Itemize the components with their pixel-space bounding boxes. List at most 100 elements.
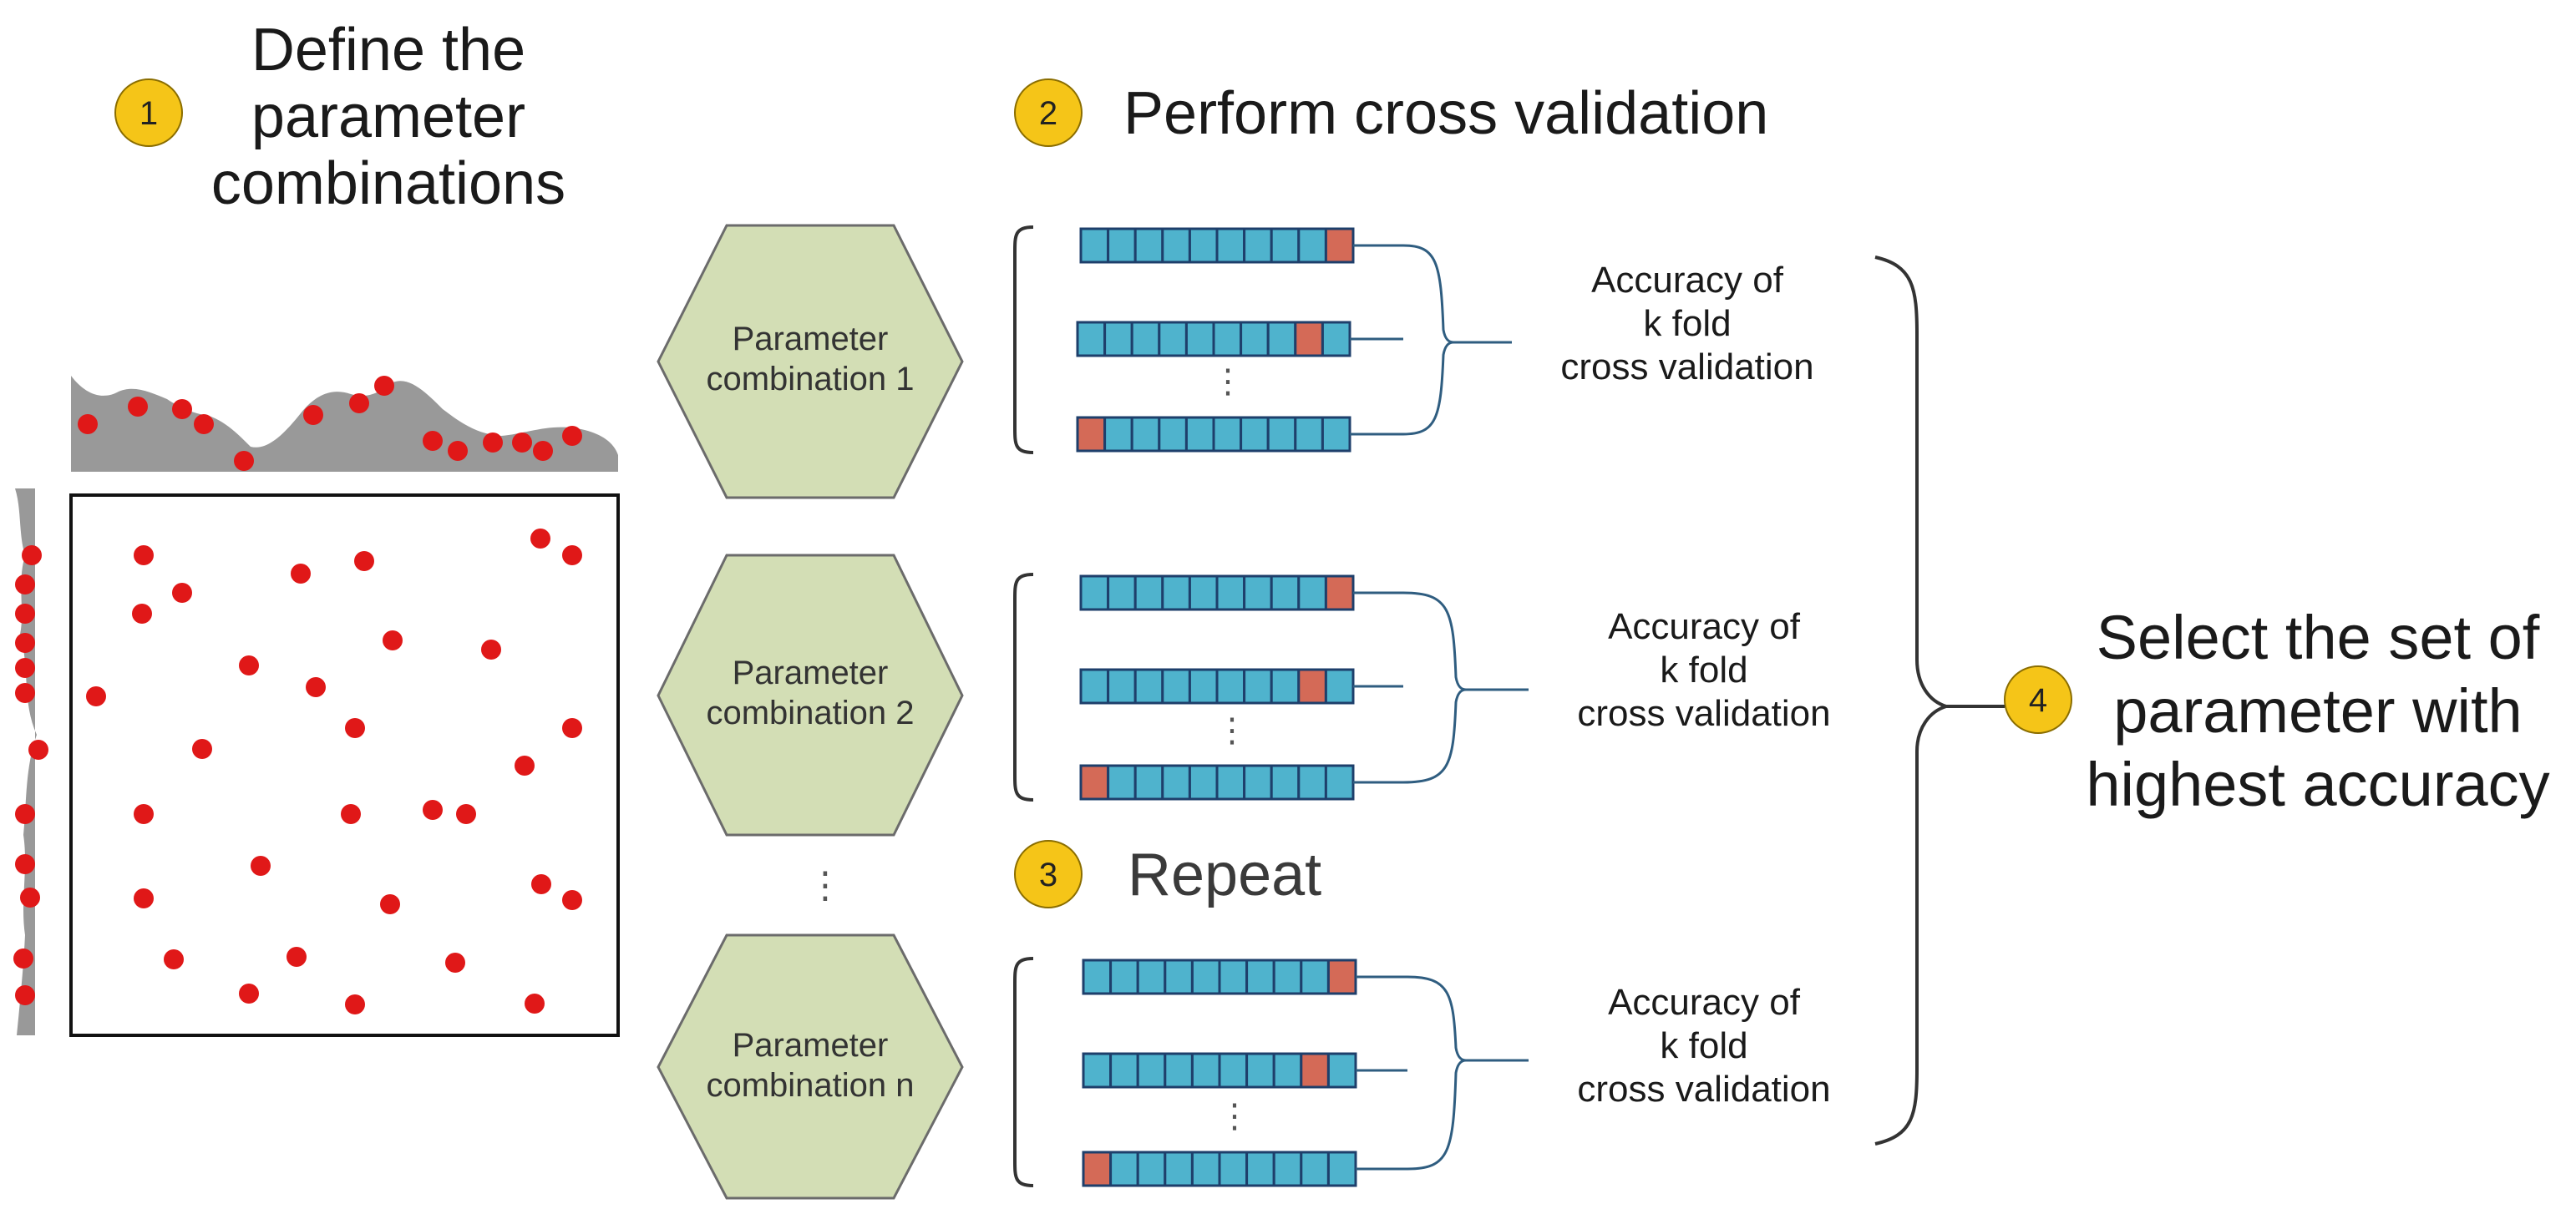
sample-point <box>78 414 98 434</box>
hexagon-combination-n <box>657 933 964 1200</box>
sample-point <box>515 756 535 776</box>
training-fold <box>1164 1052 1194 1089</box>
training-fold <box>1107 574 1137 611</box>
training-fold <box>1133 668 1164 705</box>
training-fold <box>1109 1052 1139 1089</box>
validation-fold <box>1079 764 1110 801</box>
fold-left-bracket <box>1013 573 1034 802</box>
top-density-profile <box>71 376 618 472</box>
fold-row <box>1082 1052 1357 1089</box>
step4-badge-circle <box>2004 665 2072 734</box>
training-fold <box>1082 1052 1113 1089</box>
accuracy-label-1-line2: k fold <box>1643 303 1732 344</box>
step3-title: Repeat <box>1128 842 1322 908</box>
sample-point <box>531 874 551 894</box>
fold-row <box>1079 764 1355 801</box>
fold-ellipsis: ⋮ <box>1215 712 1249 749</box>
validation-fold <box>1082 1151 1113 1187</box>
step2-badge: 2 <box>1014 78 1083 147</box>
training-fold <box>1076 321 1107 357</box>
training-fold <box>1300 1151 1330 1187</box>
fold-merge-bracket <box>1402 244 1454 436</box>
plot-frame <box>69 493 620 1037</box>
training-fold <box>1324 668 1355 705</box>
fold-group-1: ⋮ <box>1013 225 1512 454</box>
training-fold <box>1266 321 1297 357</box>
training-fold <box>1082 959 1113 995</box>
hexagon-label-n-line1: Parameter <box>732 1027 889 1064</box>
sample-point <box>423 431 443 451</box>
accuracy-label-2: Accuracy of k fold cross validation <box>1529 605 1879 736</box>
hexagon-label-2-line2: combination 2 <box>706 695 915 731</box>
fold-merge-bracket <box>1407 975 1467 1171</box>
step2-badge-circle <box>1014 78 1083 147</box>
training-fold <box>1240 321 1270 357</box>
accuracy-label-2-line1: Accuracy of <box>1608 606 1800 647</box>
training-fold <box>1240 416 1270 453</box>
sample-point <box>15 574 35 594</box>
sample-point <box>512 433 532 453</box>
step1-badge: 1 <box>114 78 183 147</box>
training-fold <box>1243 764 1273 801</box>
sample-point <box>134 545 154 565</box>
fold-row <box>1076 321 1351 357</box>
hexagon-label-1-line2: combination 1 <box>706 361 915 397</box>
hexagon-label-1: Parameter combination 1 <box>685 319 936 399</box>
training-fold <box>1133 764 1164 801</box>
fold-merge-bracket <box>1402 591 1467 784</box>
sample-point <box>172 399 192 419</box>
sample-point <box>291 564 311 584</box>
sample-point <box>483 433 503 453</box>
training-fold <box>1218 1151 1249 1187</box>
training-fold <box>1245 1052 1275 1089</box>
sample-point <box>380 894 400 914</box>
training-fold <box>1158 416 1188 453</box>
accuracy-label-2-line2: k fold <box>1660 650 1748 690</box>
sample-point <box>383 630 403 650</box>
fold-row <box>1079 668 1355 705</box>
training-fold <box>1245 959 1275 995</box>
training-fold <box>1109 1151 1139 1187</box>
sample-point <box>192 739 212 759</box>
sample-point <box>172 583 192 603</box>
step1-title-line1: Define the <box>251 17 526 83</box>
training-fold <box>1188 668 1219 705</box>
training-fold <box>1130 321 1161 357</box>
hexagon-label-n-line2: combination n <box>706 1067 915 1104</box>
training-fold <box>1109 959 1139 995</box>
final-bracket <box>1874 255 1952 1146</box>
sample-point <box>28 740 48 760</box>
fold-left-bracket <box>1013 957 1034 1187</box>
training-fold <box>1270 764 1301 801</box>
training-fold <box>1079 574 1110 611</box>
sample-point <box>15 604 35 624</box>
training-fold <box>1243 668 1273 705</box>
step2-title: Perform cross validation <box>1123 80 1769 147</box>
sample-point <box>341 804 361 824</box>
sample-point <box>15 633 35 653</box>
training-fold <box>1300 959 1330 995</box>
sample-point <box>562 426 582 446</box>
training-fold <box>1158 321 1188 357</box>
sample-point <box>134 804 154 824</box>
training-fold <box>1190 1151 1221 1187</box>
fold-row <box>1079 227 1355 264</box>
step1-badge-circle <box>114 78 183 147</box>
training-fold <box>1297 764 1327 801</box>
sample-point <box>445 953 465 973</box>
training-fold <box>1321 416 1351 453</box>
training-fold <box>1161 764 1191 801</box>
training-fold <box>1212 416 1243 453</box>
training-fold <box>1215 668 1246 705</box>
training-fold <box>1215 574 1246 611</box>
fold-left-bracket <box>1013 225 1034 454</box>
validation-fold <box>1324 227 1355 264</box>
sample-point <box>20 888 40 908</box>
sample-point <box>134 888 154 908</box>
fold-row <box>1082 959 1357 995</box>
training-fold <box>1294 416 1324 453</box>
sample-point <box>164 949 184 969</box>
training-fold <box>1272 1052 1303 1089</box>
training-fold <box>1243 227 1273 264</box>
